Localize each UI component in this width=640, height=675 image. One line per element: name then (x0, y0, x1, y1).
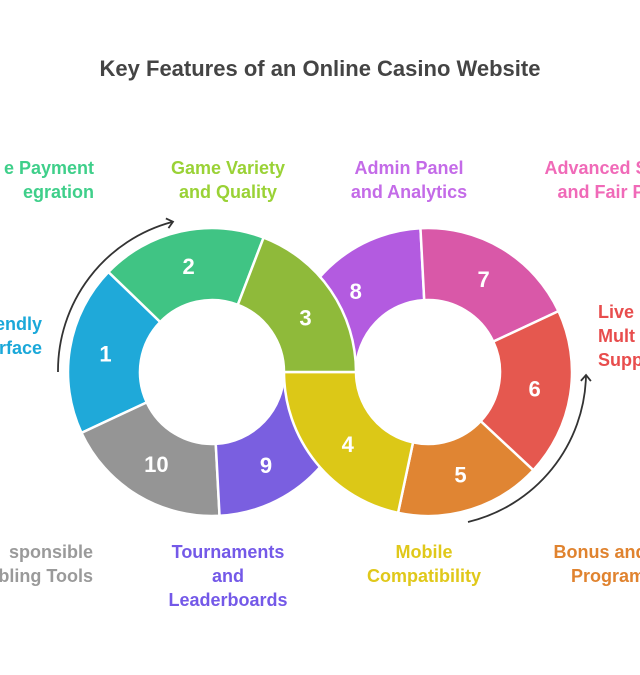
segment-number-2: 2 (182, 254, 194, 279)
left-cycle-arrow (57, 217, 175, 373)
segment-number-6: 6 (529, 376, 541, 401)
segment-number-7: 7 (477, 267, 489, 292)
right-cycle-arrow (467, 373, 592, 523)
label-bonus-loyalty: Bonus and LProgram (553, 542, 640, 586)
segment-number-1: 1 (99, 342, 111, 367)
segment-number-8: 8 (350, 279, 362, 304)
segment-number-10: 10 (144, 452, 168, 477)
segment-number-3: 3 (299, 306, 311, 331)
segment-3 (236, 235, 358, 374)
segment-4 (282, 370, 415, 515)
segment-10 (79, 400, 221, 518)
segment-1 (66, 270, 162, 435)
label-user-friendly-interface: endlyrface (0, 314, 42, 358)
label-advanced-security: Advanced Seand Fair P (544, 158, 640, 202)
segment-number-4: 4 (342, 432, 355, 457)
segment-6 (478, 309, 574, 472)
diagram-title: Key Features of an Online Casino Website (99, 56, 541, 81)
segment-2 (106, 226, 266, 324)
segment-number-9: 9 (260, 453, 272, 478)
segment-number-5: 5 (454, 463, 466, 488)
segment-7 (419, 226, 561, 344)
